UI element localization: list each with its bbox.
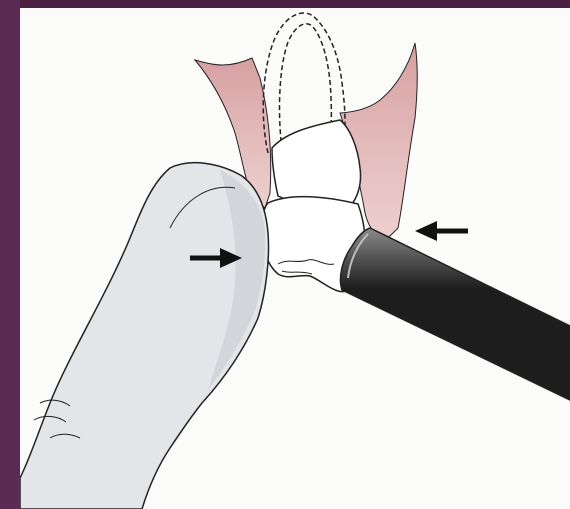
illustration-canvas (20, 8, 570, 509)
slide-left-accent-band (0, 0, 20, 509)
tooth-extraction-illustration (20, 8, 570, 509)
